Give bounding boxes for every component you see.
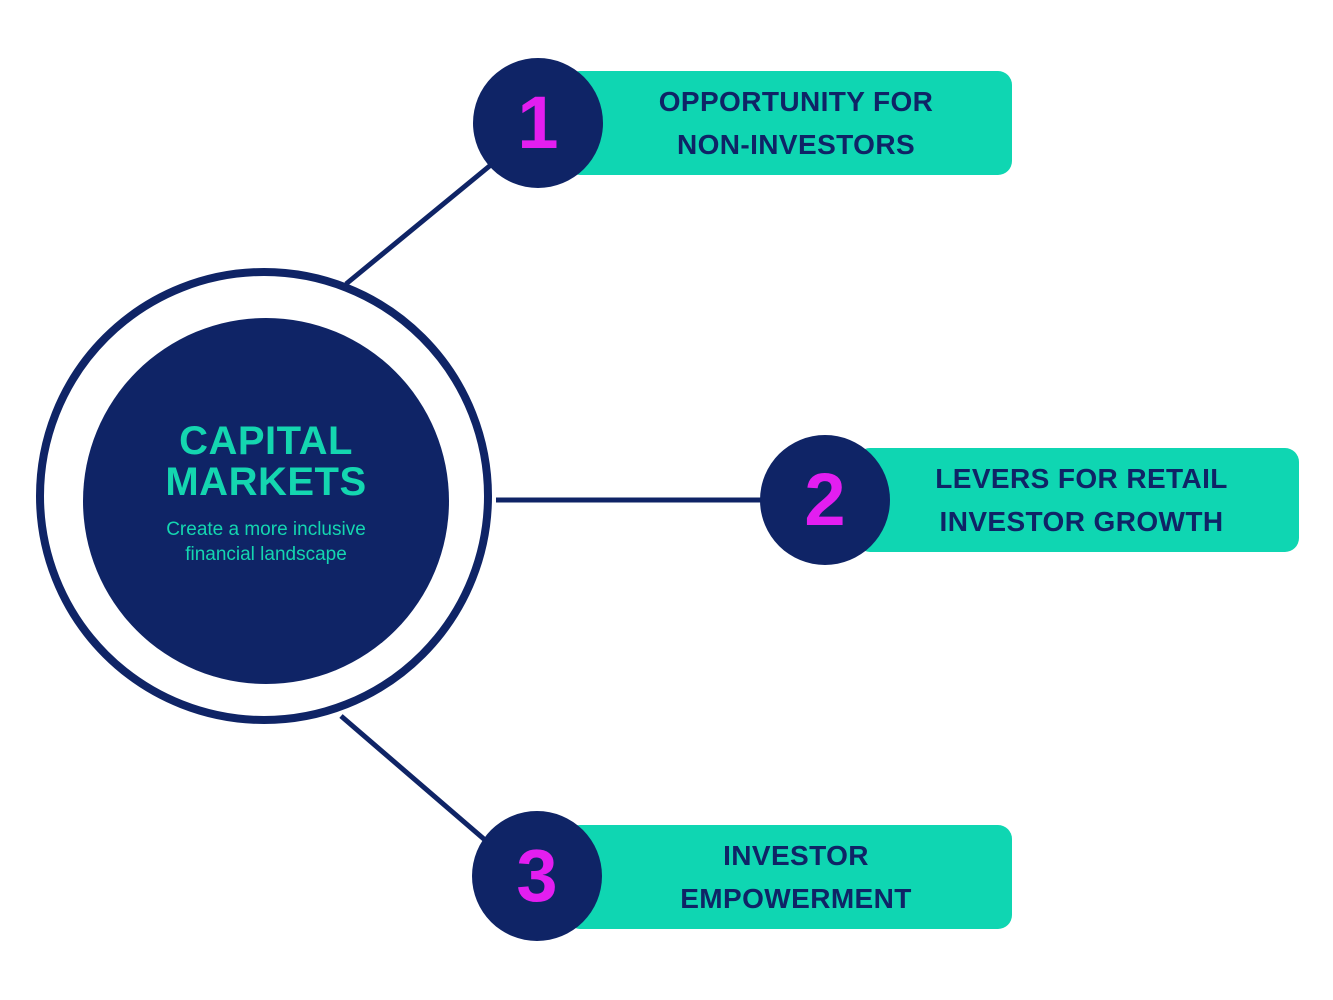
branch-3-box: INVESTOR EMPOWERMENT (566, 825, 1012, 929)
hub-circle: CAPITAL MARKETS Create a more inclusive … (83, 318, 449, 684)
branch-2-badge: 2 (760, 435, 890, 565)
branch-1-box: OPPORTUNITY FOR NON-INVESTORS (566, 71, 1012, 175)
branch-2-box: LEVERS FOR RETAIL INVESTOR GROWTH (856, 448, 1299, 552)
connector-line-1 (344, 162, 494, 286)
hub-subtitle-line-1: Create a more inclusive (166, 519, 366, 540)
hub-title-line-1: CAPITAL (179, 419, 353, 463)
branch-2-label-line-1: LEVERS FOR RETAIL (935, 463, 1228, 494)
branch-2-number: 2 (804, 458, 846, 541)
branch-1-badge: 1 (473, 58, 603, 188)
branch-3-label-line-1: INVESTOR (723, 840, 869, 871)
branch-1-number: 1 (517, 81, 559, 164)
branch-1-label-line-1: OPPORTUNITY FOR (658, 86, 934, 117)
connector-line-3 (339, 714, 494, 848)
hub-subtitle: Create a more inclusive financial landsc… (136, 517, 396, 567)
branch-2-label: LEVERS FOR RETAIL INVESTOR GROWTH (935, 457, 1228, 543)
branch-1-label: OPPORTUNITY FOR NON-INVESTORS (659, 80, 934, 166)
branch-3-label-line-2: EMPOWERMENT (680, 883, 912, 914)
hub-title-line-2: MARKETS (165, 460, 367, 504)
branch-3-badge: 3 (472, 811, 602, 941)
branch-3-label: INVESTOR EMPOWERMENT (680, 834, 912, 920)
hub-subtitle-line-2: financial landscape (185, 544, 347, 565)
branch-1-label-line-2: NON-INVESTORS (676, 129, 916, 160)
branch-2-label-line-2: INVESTOR GROWTH (939, 506, 1224, 537)
hub-title: CAPITAL MARKETS (165, 421, 366, 503)
branch-3-number: 3 (516, 834, 558, 917)
